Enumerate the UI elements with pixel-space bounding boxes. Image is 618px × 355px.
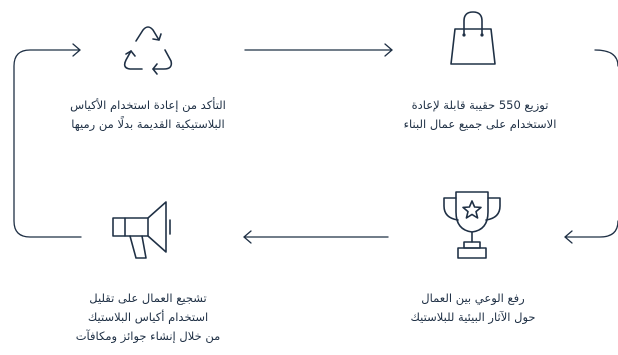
step-4-caption: رفع الوعي بين العمال حول الآثار البيئية …	[373, 289, 573, 327]
arrow-right-loop-top	[594, 49, 618, 67]
arrow-bottom	[243, 230, 389, 244]
step-1-line-2: الاستخدام على جميع عمال البناء	[403, 117, 557, 131]
trophy-icon	[436, 186, 508, 264]
step-1-line-1: توزيع 550 حقيبة قابلة لإعادة	[411, 98, 549, 112]
arrow-left-loop	[13, 43, 82, 238]
step-4-line-1: رفع الوعي بين العمال	[421, 291, 525, 305]
step-3-line-2: استخدام أكياس البلاستيك	[87, 310, 209, 324]
step-3-caption: تشجيع العمال على تقليل استخدام أكياس الب…	[48, 289, 248, 346]
step-3-line-1: تشجيع العمال على تقليل	[89, 291, 207, 305]
shopping-bag-icon	[442, 6, 504, 68]
arrow-top	[244, 43, 393, 57]
step-4-line-2: حول الآثار البيئية للبلاستيك	[410, 310, 536, 324]
step-1-caption: توزيع 550 حقيبة قابلة لإعادة الاستخدام ع…	[380, 96, 580, 134]
step-2-line-2: البلاستيكية القديمة بدلًا من رميها	[71, 117, 225, 131]
step-2-caption: التأكد من إعادة استخدام الأكياس البلاستي…	[48, 96, 248, 134]
arrow-right-loop-bottom	[564, 220, 618, 244]
recycle-icon	[117, 23, 179, 81]
megaphone-icon	[108, 196, 188, 264]
step-3-line-3: من خلال إنشاء جوائز ومكافآت	[75, 329, 221, 343]
step-2-line-1: التأكد من إعادة استخدام الأكياس	[70, 98, 226, 112]
